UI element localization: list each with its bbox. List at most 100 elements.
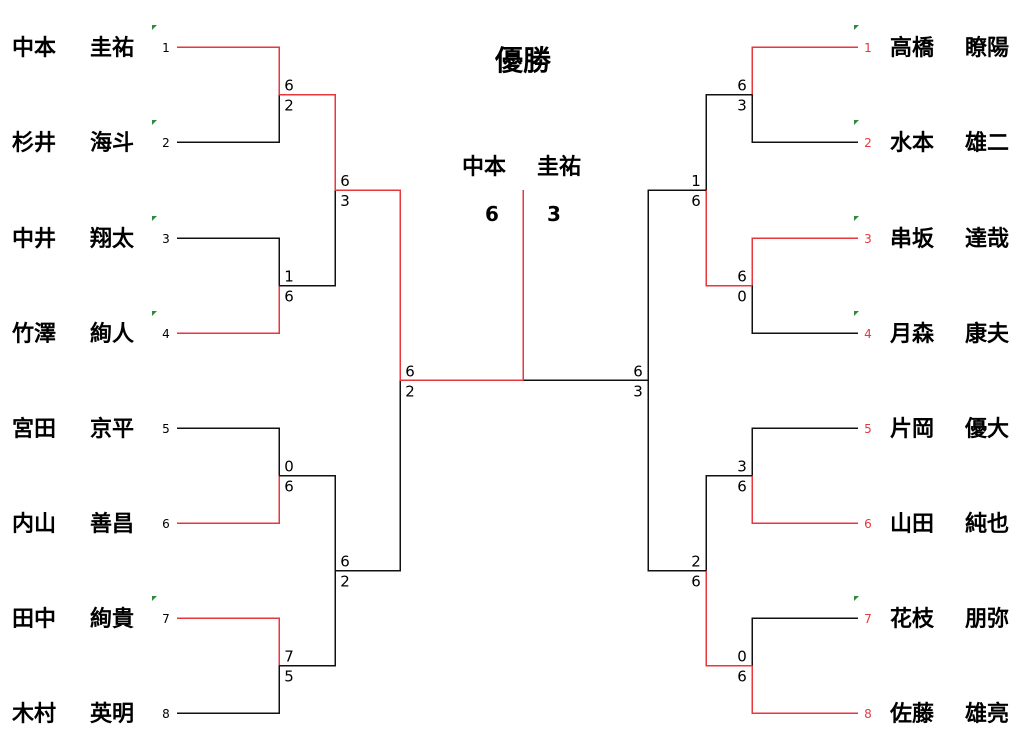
- right-player-family-3: 串坂: [890, 227, 935, 252]
- right-r1-score-top-2: 6: [737, 268, 747, 286]
- left-player-family-7: 田中: [12, 607, 56, 632]
- left-r2-bottom-line-2: [279, 570, 336, 667]
- final-score-left: 6: [485, 202, 499, 226]
- right-seed-2: 2: [864, 136, 872, 150]
- right-seed-corner-mark-4: [854, 311, 859, 316]
- left-r1-top-line-2: [177, 237, 280, 286]
- right-r2-top-line-1: [705, 93, 752, 190]
- left-r1-top-line-1: [177, 46, 280, 95]
- right-r2-top-line-2: [705, 474, 752, 571]
- right-r1-bottom-line-3: [751, 475, 858, 524]
- right-r2-score-top-2: 2: [691, 553, 701, 571]
- right-r1-bottom-line-1: [751, 94, 858, 143]
- left-seed-corner-mark-2: [152, 120, 157, 125]
- right-seed-3: 3: [864, 232, 872, 246]
- right-seed-1: 1: [864, 41, 872, 55]
- right-seed-corner-mark-2: [854, 120, 859, 125]
- right-sf-score-bottom: 3: [633, 382, 643, 400]
- champion-given-name: 圭祐: [537, 154, 581, 180]
- right-seed-4: 4: [864, 327, 872, 341]
- left-r1-bottom-line-2: [177, 285, 280, 334]
- left-r1-bottom-line-4: [177, 665, 280, 714]
- left-seed-3: 3: [162, 232, 170, 246]
- left-r1-score-bottom-1: 2: [284, 97, 294, 115]
- left-player-given-7: 絢貴: [90, 606, 134, 632]
- bracket-title: 優勝: [494, 44, 552, 77]
- left-player-family-5: 宮田: [12, 416, 56, 442]
- left-player-given-8: 英明: [90, 702, 134, 727]
- right-player-given-1: 瞭陽: [965, 36, 1009, 61]
- left-sf-score-top: 6: [405, 362, 415, 380]
- right-r2-score-bottom-1: 6: [691, 192, 701, 210]
- left-seed-5: 5: [162, 422, 170, 436]
- left-seed-corner-mark-1: [152, 25, 157, 30]
- left-player-given-3: 翔太: [89, 226, 135, 252]
- right-sf-top-line: [647, 189, 706, 381]
- right-r1-top-line-1: [751, 46, 858, 95]
- right-seed-7: 7: [864, 612, 872, 626]
- right-r2-score-bottom-2: 6: [691, 573, 701, 591]
- right-seed-corner-mark-3: [854, 216, 859, 221]
- left-seed-corner-mark-3: [152, 216, 157, 221]
- right-r1-top-line-3: [751, 427, 858, 476]
- left-r2-bottom-line-1: [279, 190, 336, 287]
- right-seed-5: 5: [864, 422, 872, 436]
- left-r1-bottom-line-3: [177, 475, 280, 524]
- left-r1-bottom-line-1: [177, 94, 280, 143]
- right-player-given-7: 朋弥: [965, 606, 1009, 632]
- left-r1-score-top-4: 7: [284, 648, 294, 666]
- left-r1-score-bottom-4: 5: [284, 668, 294, 686]
- left-seed-corner-mark-4: [152, 311, 157, 316]
- right-r1-score-bottom-1: 3: [737, 97, 747, 115]
- right-r1-top-line-2: [751, 237, 858, 286]
- left-r1-score-bottom-2: 6: [284, 288, 294, 306]
- right-player-given-8: 雄亮: [964, 701, 1009, 727]
- left-sf-bottom-line: [335, 380, 401, 572]
- left-player-family-2: 杉井: [12, 130, 56, 156]
- left-player-given-5: 京平: [90, 416, 134, 442]
- left-player-family-3: 中井: [12, 227, 56, 252]
- right-r1-score-top-3: 3: [737, 458, 747, 476]
- champion-family-name: 中本: [462, 155, 506, 180]
- right-player-family-5: 片岡: [890, 417, 934, 442]
- right-player-given-6: 純也: [965, 511, 1009, 537]
- right-player-family-7: 花枝: [890, 606, 935, 632]
- right-seed-corner-mark-1: [854, 25, 859, 30]
- right-r1-score-bottom-3: 6: [737, 478, 747, 496]
- left-player-family-1: 中本: [12, 36, 56, 61]
- left-seed-6: 6: [162, 517, 170, 531]
- right-player-family-2: 水本: [890, 131, 934, 156]
- left-player-family-4: 竹澤: [11, 321, 56, 347]
- left-sf-score-bottom: 2: [405, 382, 415, 400]
- left-r1-top-line-3: [177, 427, 280, 476]
- right-r2-bottom-line-1: [705, 190, 752, 287]
- left-seed-1: 1: [162, 41, 170, 55]
- right-r2-bottom-line-2: [705, 570, 752, 667]
- left-player-given-2: 海斗: [90, 130, 134, 156]
- left-seed-2: 2: [162, 136, 170, 150]
- left-player-family-8: 木村: [11, 702, 56, 727]
- right-r2-score-top-1: 1: [691, 172, 701, 190]
- left-seed-8: 8: [162, 707, 170, 721]
- right-sf-score-top: 6: [633, 362, 643, 380]
- left-r1-score-top-1: 6: [284, 77, 294, 95]
- right-seed-6: 6: [864, 517, 872, 531]
- right-player-given-3: 達哉: [965, 226, 1009, 252]
- left-player-given-1: 圭祐: [90, 35, 134, 61]
- left-sf-top-line: [335, 189, 401, 381]
- left-r1-score-top-3: 0: [284, 458, 294, 476]
- right-seed-8: 8: [864, 707, 872, 721]
- right-r1-score-top-1: 6: [737, 77, 747, 95]
- left-r2-score-top-1: 6: [340, 172, 350, 190]
- left-player-given-6: 善昌: [90, 511, 134, 537]
- right-player-family-8: 佐藤: [889, 701, 935, 727]
- right-player-given-4: 康夫: [965, 321, 1010, 347]
- right-sf-bottom-line: [647, 380, 706, 572]
- right-r1-score-bottom-4: 6: [737, 668, 747, 686]
- right-player-given-2: 雄二: [964, 131, 1009, 156]
- left-r1-score-top-2: 1: [284, 268, 294, 286]
- right-player-family-4: 月森: [889, 321, 935, 347]
- right-r1-top-line-4: [751, 617, 858, 666]
- left-r2-score-bottom-1: 3: [340, 192, 350, 210]
